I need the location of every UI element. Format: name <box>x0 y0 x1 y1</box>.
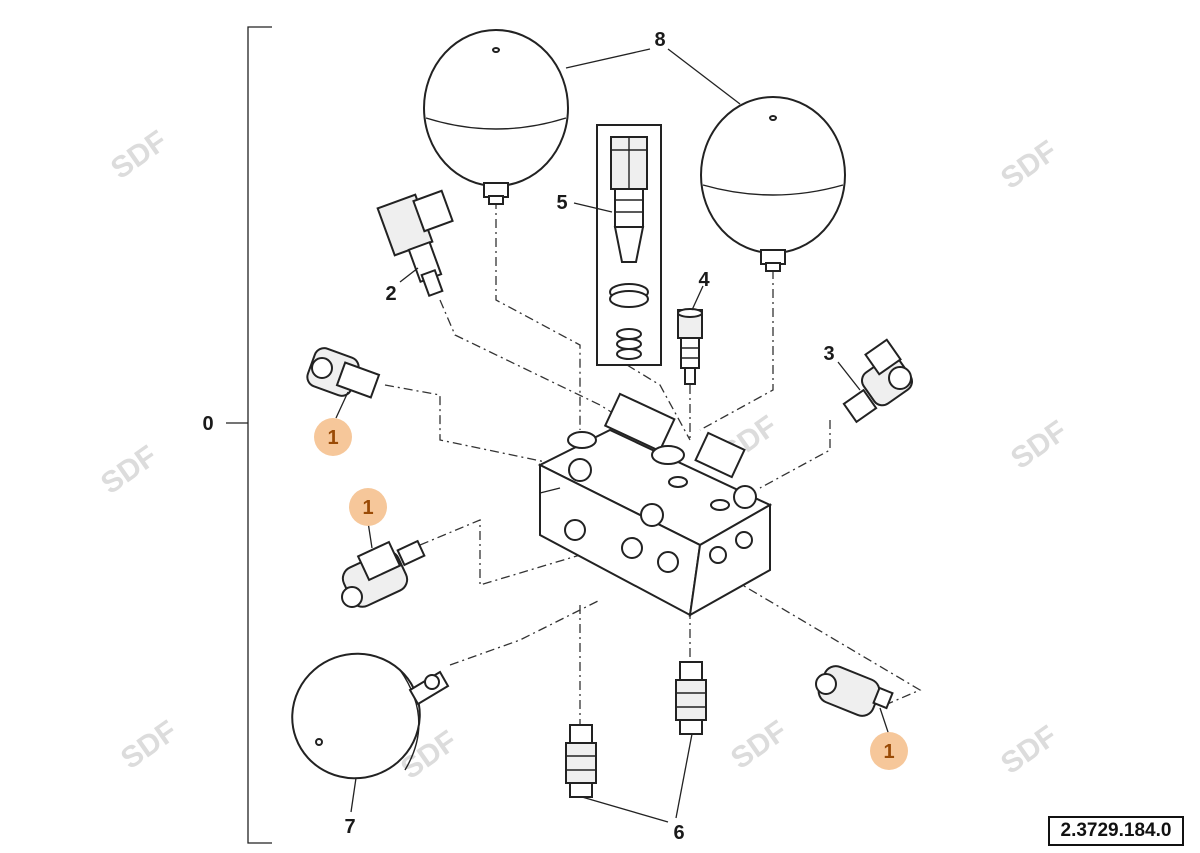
callout-1[interactable]: 1 <box>362 497 373 519</box>
solenoid-valve-2 <box>376 189 454 298</box>
callout-7[interactable]: 7 <box>344 816 355 838</box>
watermark-sdf: SDF <box>105 124 173 185</box>
watermark-sdf: SDF <box>1005 414 1073 475</box>
solenoid-1-middle-left <box>341 539 426 608</box>
valve-insert-kit <box>596 124 662 366</box>
callout-6[interactable]: 6 <box>673 822 684 844</box>
accumulator-top-left <box>423 29 569 205</box>
diagram-reference-code: 2.3729.184.0 <box>1048 816 1184 846</box>
watermark-sdf: SDF <box>995 134 1063 195</box>
solenoid-1-right <box>815 665 894 717</box>
watermark-sdf: SDF <box>995 719 1063 780</box>
cartridge-valve-4 <box>677 308 703 385</box>
watermark-sdf: SDF <box>95 439 163 500</box>
accumulator-bottom-left <box>291 652 450 780</box>
leader-lines <box>335 48 891 823</box>
callout-highlight <box>870 732 908 770</box>
cartridge-6-left <box>565 724 597 798</box>
callout-4[interactable]: 4 <box>698 269 710 291</box>
callout-5[interactable]: 5 <box>556 192 567 214</box>
callout-3[interactable]: 3 <box>823 343 834 365</box>
callout-1[interactable]: 1 <box>883 741 894 763</box>
assembly-bracket <box>226 26 272 844</box>
watermark-sdf: SDF <box>115 714 183 775</box>
watermark-sdf: SDF <box>725 714 793 775</box>
callout-8[interactable]: 8 <box>654 29 665 51</box>
callout-highlight <box>314 418 352 456</box>
callout-1[interactable]: 1 <box>327 427 338 449</box>
callout-2[interactable]: 2 <box>385 283 396 305</box>
solenoid-valve-3 <box>842 338 913 424</box>
solenoid-1-top-left <box>306 347 381 399</box>
accumulator-top-right <box>700 96 846 272</box>
callout-highlight <box>349 488 387 526</box>
cartridge-6-right <box>675 661 707 735</box>
callout-0[interactable]: 0 <box>202 413 213 435</box>
valve-block <box>537 392 773 617</box>
callout-labels: 0 1 1 1 2 3 4 5 6 7 8 <box>202 29 894 844</box>
